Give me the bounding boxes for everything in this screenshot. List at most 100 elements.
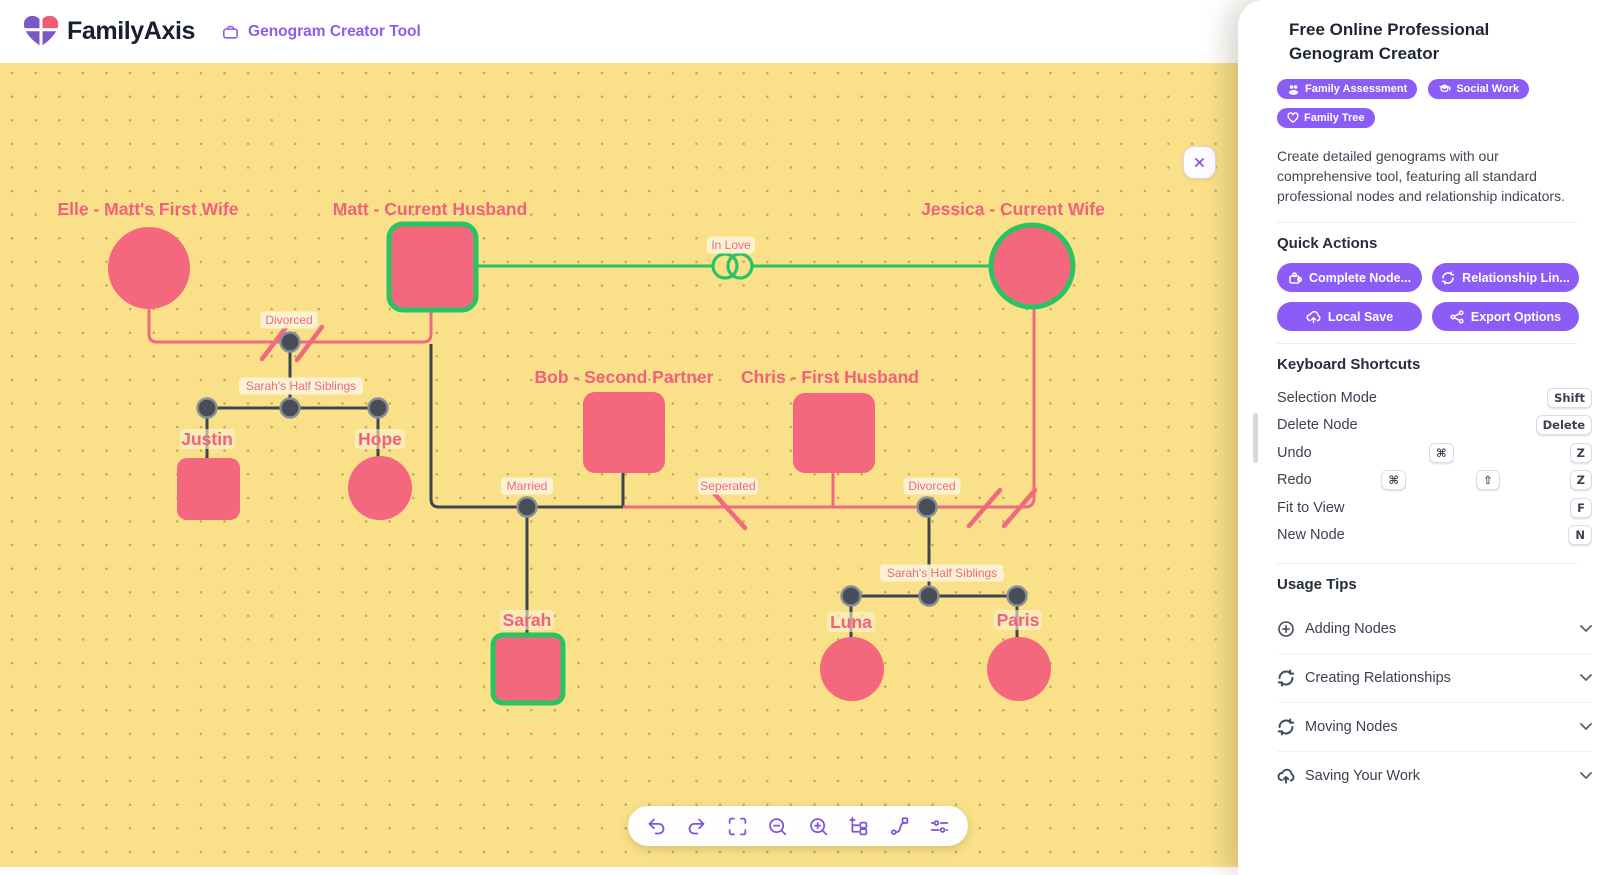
- puzzle-icon: [1289, 271, 1302, 284]
- node-bob[interactable]: [583, 392, 665, 473]
- key-badge: Z: [1569, 470, 1592, 491]
- svg-text:Married: Married: [507, 479, 548, 493]
- node-luna[interactable]: [820, 637, 884, 701]
- divider: [1277, 343, 1577, 344]
- chevron-down-icon: [1580, 723, 1592, 730]
- familyaxis-heart-logo-icon: [22, 13, 60, 50]
- fit-view-button[interactable]: [724, 813, 750, 839]
- divorce-slash: [1001, 487, 1038, 529]
- zoom-in-button[interactable]: [805, 813, 831, 839]
- tag-family-assessment[interactable]: Family Assessment: [1277, 79, 1418, 99]
- married-line-matt-bob[interactable]: [429, 344, 623, 509]
- genogram-graph: In Love Divorced Sarah's Half Siblings M…: [0, 63, 1238, 867]
- tool-link-label: Genogram Creator Tool: [248, 22, 421, 40]
- label-bob: Bob - Second Partner: [535, 367, 714, 387]
- junction-dot[interactable]: [196, 397, 218, 419]
- settings-button[interactable]: [927, 813, 953, 839]
- add-node-button[interactable]: [846, 813, 872, 839]
- key-badge: N: [1568, 525, 1592, 546]
- node-justin[interactable]: [177, 458, 240, 520]
- keyboard-shortcuts-heading: Keyboard Shortcuts: [1277, 356, 1421, 373]
- junction-dot[interactable]: [279, 397, 301, 419]
- shortcut-row-undo: Undo ⌘ Z: [1277, 439, 1592, 467]
- relationship-curve-icon: [890, 816, 909, 835]
- separated-divorced-line[interactable]: [623, 309, 1036, 509]
- redo-icon: [688, 818, 705, 834]
- quick-actions-heading: Quick Actions: [1277, 235, 1378, 252]
- app-header: FamilyAxis Genogram Creator Tool: [0, 0, 1240, 63]
- junction-dot[interactable]: [367, 397, 389, 419]
- rings-icon: [726, 252, 754, 280]
- relationship-label-in-love[interactable]: In Love: [707, 236, 755, 254]
- relationship-label-half-siblings-right[interactable]: Sarah's Half Siblings: [880, 564, 1004, 582]
- relationship-label-half-siblings-left[interactable]: Sarah's Half Siblings: [239, 377, 363, 395]
- relationship-label-married[interactable]: Married: [501, 477, 553, 495]
- tip-creating-relationships[interactable]: Creating Relationships: [1277, 653, 1592, 702]
- shortcut-row-selection-mode: Selection Mode Shift: [1277, 384, 1592, 412]
- zoom-out-button[interactable]: [765, 813, 791, 839]
- person-labels: Elle - Matt's First Wife Matt - Current …: [58, 199, 1105, 632]
- scrollbar-thumb[interactable]: [1253, 413, 1258, 463]
- shortcut-list: Selection Mode Shift Delete Node Delete …: [1277, 384, 1592, 549]
- genogram-tool-link[interactable]: Genogram Creator Tool: [221, 22, 421, 41]
- redo-button[interactable]: [684, 813, 710, 839]
- circle-plus-icon: [1278, 620, 1294, 637]
- node-matt-selected[interactable]: [386, 221, 479, 313]
- shortcut-row-redo: Redo ⌘ ⇧ Z: [1277, 467, 1592, 495]
- genogram-canvas[interactable]: In Love Divorced Sarah's Half Siblings M…: [0, 63, 1238, 867]
- node-elle[interactable]: [108, 227, 190, 309]
- local-save-button[interactable]: Local Save: [1277, 302, 1422, 331]
- briefcase-icon: [222, 25, 239, 39]
- refresh-icon: [1277, 718, 1295, 736]
- cloud-upload-icon: [1277, 768, 1295, 784]
- junction-dot[interactable]: [916, 496, 938, 518]
- label-hope: Hope: [358, 429, 402, 449]
- heart-icon: [1287, 112, 1299, 123]
- junction-dot[interactable]: [840, 585, 862, 607]
- relationship-label-divorced-right[interactable]: Divorced: [903, 477, 961, 495]
- tag-list: Family Assessment Social Work Family Tre…: [1277, 79, 1577, 128]
- usage-tips-list: Adding Nodes Creating Relationships Movi…: [1277, 604, 1592, 800]
- relationship-lines-button[interactable]: Relationship Lin...: [1432, 263, 1579, 292]
- svg-text:Seperated: Seperated: [700, 479, 755, 493]
- quick-actions: Complete Node... Relationship Lin... Loc…: [1277, 263, 1579, 331]
- tag-family-tree[interactable]: Family Tree: [1277, 108, 1375, 128]
- node-hope[interactable]: [348, 456, 412, 520]
- shortcut-row-delete-node: Delete Node Delete: [1277, 412, 1592, 440]
- divorce-slash: [966, 487, 1003, 529]
- relationship-label-separated[interactable]: Seperated: [698, 477, 758, 495]
- key-badge: Shift: [1547, 387, 1592, 408]
- shortcut-row-fit-to-view: Fit to View F: [1277, 494, 1592, 522]
- chevron-down-icon: [1580, 772, 1592, 779]
- svg-text:Sarah's Half Siblings: Sarah's Half Siblings: [887, 566, 997, 580]
- complete-node-button[interactable]: Complete Node...: [1277, 263, 1422, 292]
- node-paris[interactable]: [987, 637, 1051, 701]
- junction-dot[interactable]: [279, 331, 301, 353]
- tag-social-work[interactable]: Social Work: [1428, 79, 1530, 99]
- junction-dot[interactable]: [516, 496, 538, 518]
- node-jessica-selected[interactable]: [988, 222, 1076, 310]
- tip-adding-nodes[interactable]: Adding Nodes: [1277, 604, 1592, 653]
- brand-name: FamilyAxis: [67, 17, 196, 45]
- label-paris: Paris: [997, 610, 1040, 630]
- label-matt: Matt - Current Husband: [333, 199, 527, 219]
- settings-sliders-icon: [931, 819, 949, 833]
- undo-button[interactable]: [643, 813, 669, 839]
- relationship-label-divorced-left[interactable]: Divorced: [260, 311, 318, 329]
- svg-text:Divorced: Divorced: [265, 313, 312, 327]
- junction-dot[interactable]: [1006, 585, 1028, 607]
- tip-saving-your-work[interactable]: Saving Your Work: [1277, 751, 1592, 800]
- close-button[interactable]: [1183, 146, 1216, 179]
- export-options-button[interactable]: Export Options: [1432, 302, 1579, 331]
- node-sarah-selected[interactable]: [490, 632, 566, 706]
- graduation-cap-icon: [1439, 83, 1451, 92]
- junction-dots: [196, 331, 1028, 607]
- tip-moving-nodes[interactable]: Moving Nodes: [1277, 702, 1592, 751]
- person-nodes: [108, 221, 1076, 706]
- brand[interactable]: FamilyAxis: [22, 13, 195, 51]
- undo-icon: [648, 818, 664, 834]
- relationship-line-button[interactable]: [886, 813, 912, 839]
- node-chris[interactable]: [793, 393, 875, 473]
- junction-dot[interactable]: [918, 585, 940, 607]
